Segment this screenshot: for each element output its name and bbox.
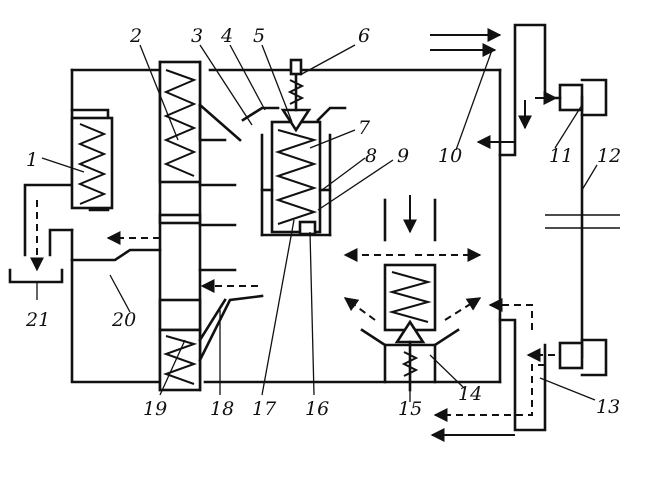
label-2: 2 — [129, 25, 142, 47]
drain-pocket — [8, 108, 114, 284]
label-20: 20 — [111, 309, 136, 331]
number-labels: 1 2 3 4 5 6 7 8 9 10 11 12 13 14 15 16 1… — [25, 25, 621, 420]
label-18: 18 — [210, 398, 234, 420]
label-3: 3 — [191, 25, 203, 47]
lower-valve — [343, 195, 482, 392]
label-15: 15 — [398, 398, 422, 420]
label-12: 12 — [597, 145, 621, 167]
label-6: 6 — [358, 25, 370, 47]
label-10: 10 — [438, 145, 462, 167]
left-spool — [158, 60, 237, 392]
label-1: 1 — [26, 149, 38, 171]
label-21: 21 — [25, 309, 50, 331]
left-passage — [70, 103, 264, 362]
label-17: 17 — [252, 398, 277, 420]
central-valve — [241, 58, 347, 237]
housing — [70, 23, 547, 432]
label-7: 7 — [358, 117, 371, 139]
label-4: 4 — [220, 25, 233, 47]
label-19: 19 — [143, 398, 167, 420]
label-11: 11 — [549, 145, 573, 167]
label-16: 16 — [305, 398, 329, 420]
label-13: 13 — [596, 396, 620, 418]
leader-lines — [36, 44, 598, 402]
label-8: 8 — [365, 145, 377, 167]
label-5: 5 — [253, 25, 265, 47]
label-9: 9 — [397, 145, 409, 167]
label-14: 14 — [458, 383, 482, 405]
right-column — [430, 28, 620, 442]
